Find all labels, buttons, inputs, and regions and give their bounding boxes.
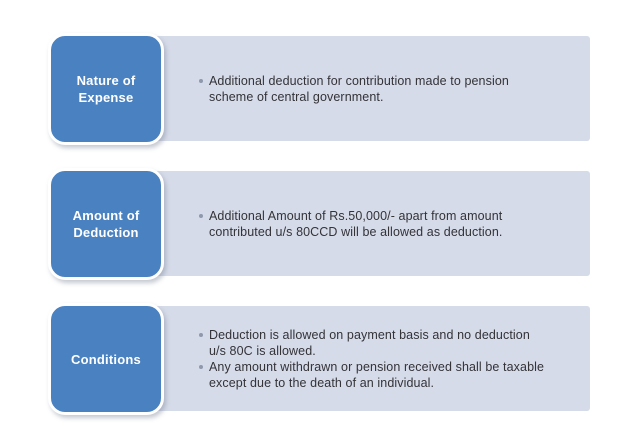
bullet-dot-icon xyxy=(199,78,203,83)
bullet-item: Any amount withdrawn or pension received… xyxy=(198,359,544,391)
bullet-item: Additional Amount of Rs.50,000/- apart f… xyxy=(198,208,502,240)
bullet-dot-icon xyxy=(199,332,203,337)
content-panel: Deduction is allowed on payment basis an… xyxy=(154,306,590,411)
row-conditions: Deduction is allowed on payment basis an… xyxy=(48,303,590,415)
content-panel: Additional deduction for contribution ma… xyxy=(154,36,590,141)
content-panel: Additional Amount of Rs.50,000/- apart f… xyxy=(154,171,590,276)
bullet-text: Any amount withdrawn or pension received… xyxy=(209,359,545,390)
label-text: Nature of Expense xyxy=(76,73,136,105)
bullet-list: Additional Amount of Rs.50,000/- apart f… xyxy=(198,208,502,240)
row-amount-of-deduction: Additional Amount of Rs.50,000/- apart f… xyxy=(48,168,590,280)
bullet-item: Additional deduction for contribution ma… xyxy=(198,73,509,105)
bullet-item: Deduction is allowed on payment basis an… xyxy=(198,327,544,359)
label-text: Amount of Deduction xyxy=(72,208,140,240)
row-nature-of-expense: Additional deduction for contribution ma… xyxy=(48,33,590,145)
label-text: Conditions xyxy=(71,351,141,367)
bullet-text: Additional Amount of Rs.50,000/- apart f… xyxy=(209,208,503,239)
label-box-nature-of-expense: Nature of Expense xyxy=(48,33,164,145)
label-box-amount-of-deduction: Amount of Deduction xyxy=(48,168,164,280)
bullet-list: Deduction is allowed on payment basis an… xyxy=(198,327,544,391)
label-box-conditions: Conditions xyxy=(48,303,164,415)
bullet-list: Additional deduction for contribution ma… xyxy=(198,73,509,105)
bullet-text: Additional deduction for contribution ma… xyxy=(209,73,509,104)
bullet-dot-icon xyxy=(199,364,203,369)
bullet-text: Deduction is allowed on payment basis an… xyxy=(209,327,530,358)
bullet-dot-icon xyxy=(199,213,203,218)
